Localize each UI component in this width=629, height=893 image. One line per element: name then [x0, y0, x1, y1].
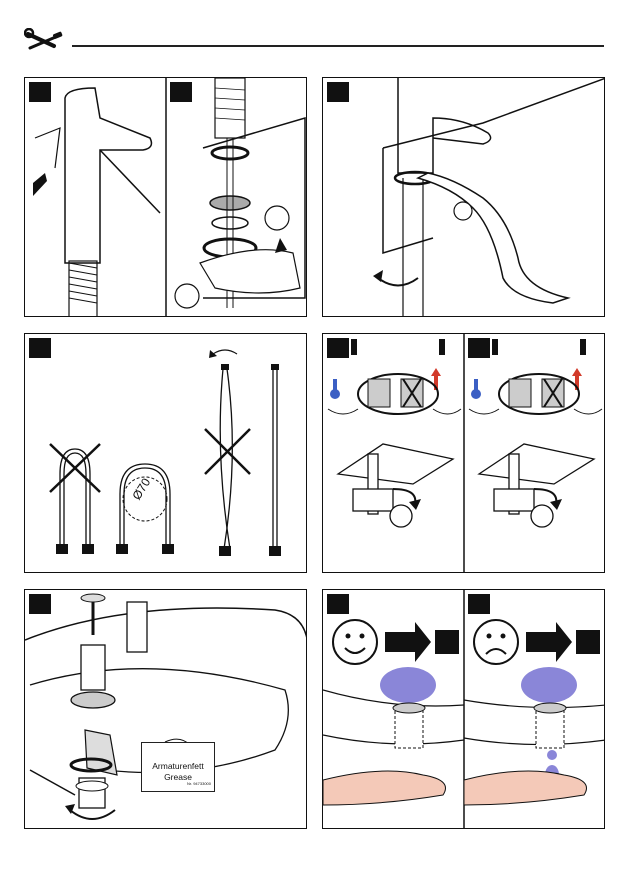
panel-tighten-nut-drawing: [323, 78, 605, 317]
panel-leak-check: [322, 589, 605, 829]
step-tab: [327, 338, 349, 358]
panel-hoses: Ø70: [24, 333, 307, 573]
step-tab: [468, 338, 490, 358]
panel-connect-valves-drawing: [323, 334, 605, 573]
header-rule: [72, 45, 604, 47]
arrow-right-icon: [385, 622, 431, 662]
panel-tighten-nut: [322, 77, 605, 317]
wrench-screwdriver-icon: [24, 28, 64, 54]
panel-leak-check-drawing: [323, 590, 605, 829]
panel-remove-handle: [24, 77, 307, 317]
panel-drain-assembly: Armaturenfett Grease Nr. 94733000: [24, 589, 307, 829]
step-tab: [29, 82, 51, 102]
happy-face-icon: [333, 620, 377, 664]
grease-card: Armaturenfett Grease Nr. 94733000: [141, 742, 215, 792]
panel-connect-valves: [322, 333, 605, 573]
step-tab: [327, 594, 349, 614]
step-tab: [327, 82, 349, 102]
grease-part-number: Nr. 94733000: [187, 778, 211, 789]
step-tab: [468, 594, 490, 614]
panel-remove-handle-drawing: [25, 78, 307, 317]
sad-face-icon: [474, 620, 518, 664]
step-tab: [29, 594, 51, 614]
step-tab: [29, 338, 51, 358]
step-tab: [170, 82, 192, 102]
panel-drain-assembly-drawing: [25, 590, 307, 829]
panel-hoses-drawing: [25, 334, 307, 573]
grease-label-de: Armaturenfett: [142, 761, 214, 772]
